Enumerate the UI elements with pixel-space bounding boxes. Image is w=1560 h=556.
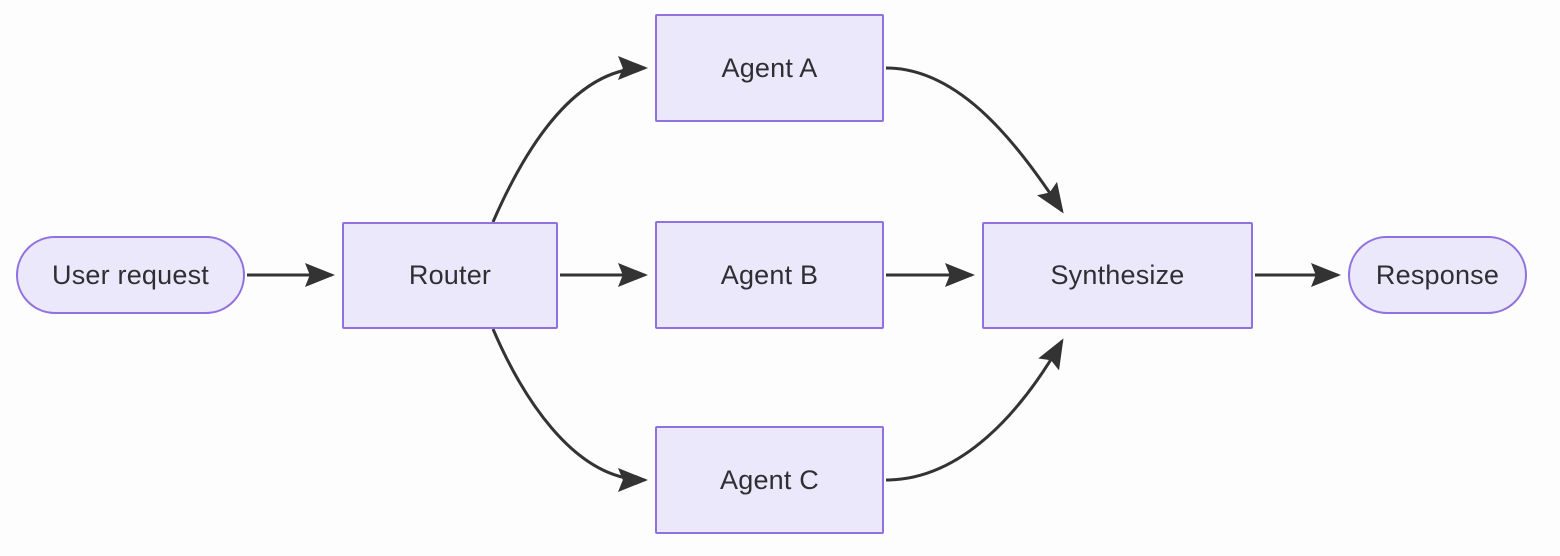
node-user-request[interactable]: User request [16, 236, 245, 314]
edge-router-agent-a [491, 56, 648, 223]
node-label: Agent B [720, 259, 819, 290]
node-agent-b[interactable]: Agent B [655, 221, 884, 329]
node-label: Synthesize [1050, 260, 1185, 290]
node-label: Agent A [721, 52, 818, 83]
node-label: Agent C [720, 464, 819, 495]
edge-agent-c-synthesize [885, 338, 1064, 482]
node-label: Router [408, 260, 492, 290]
node-response[interactable]: Response [1348, 236, 1527, 314]
node-router[interactable]: Router [342, 222, 558, 329]
node-agent-c[interactable]: Agent C [655, 426, 884, 534]
node-synthesize[interactable]: Synthesize [982, 222, 1253, 329]
node-agent-a[interactable]: Agent A [655, 14, 884, 122]
node-label: User request [52, 259, 209, 290]
edge-agent-a-synthesize [885, 66, 1064, 214]
node-label: Response [1375, 259, 1500, 290]
edge-router-agent-c [491, 328, 648, 492]
